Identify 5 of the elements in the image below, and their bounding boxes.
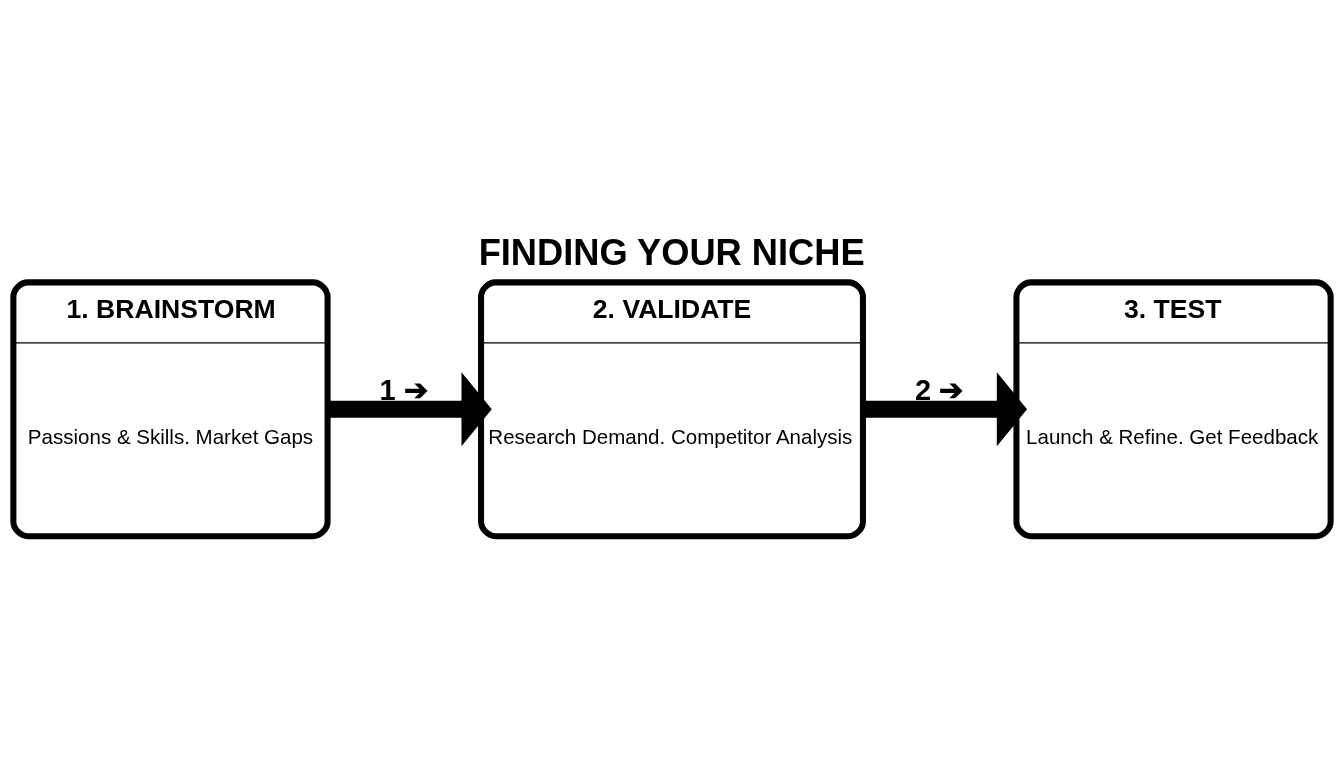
diagram-title: FINDING YOUR NICHE [478, 231, 865, 273]
edge-label: 2 ➔ [914, 373, 964, 406]
arrow [862, 371, 1028, 446]
arrow [327, 371, 492, 446]
edge-label: 1 ➔ [379, 373, 428, 406]
